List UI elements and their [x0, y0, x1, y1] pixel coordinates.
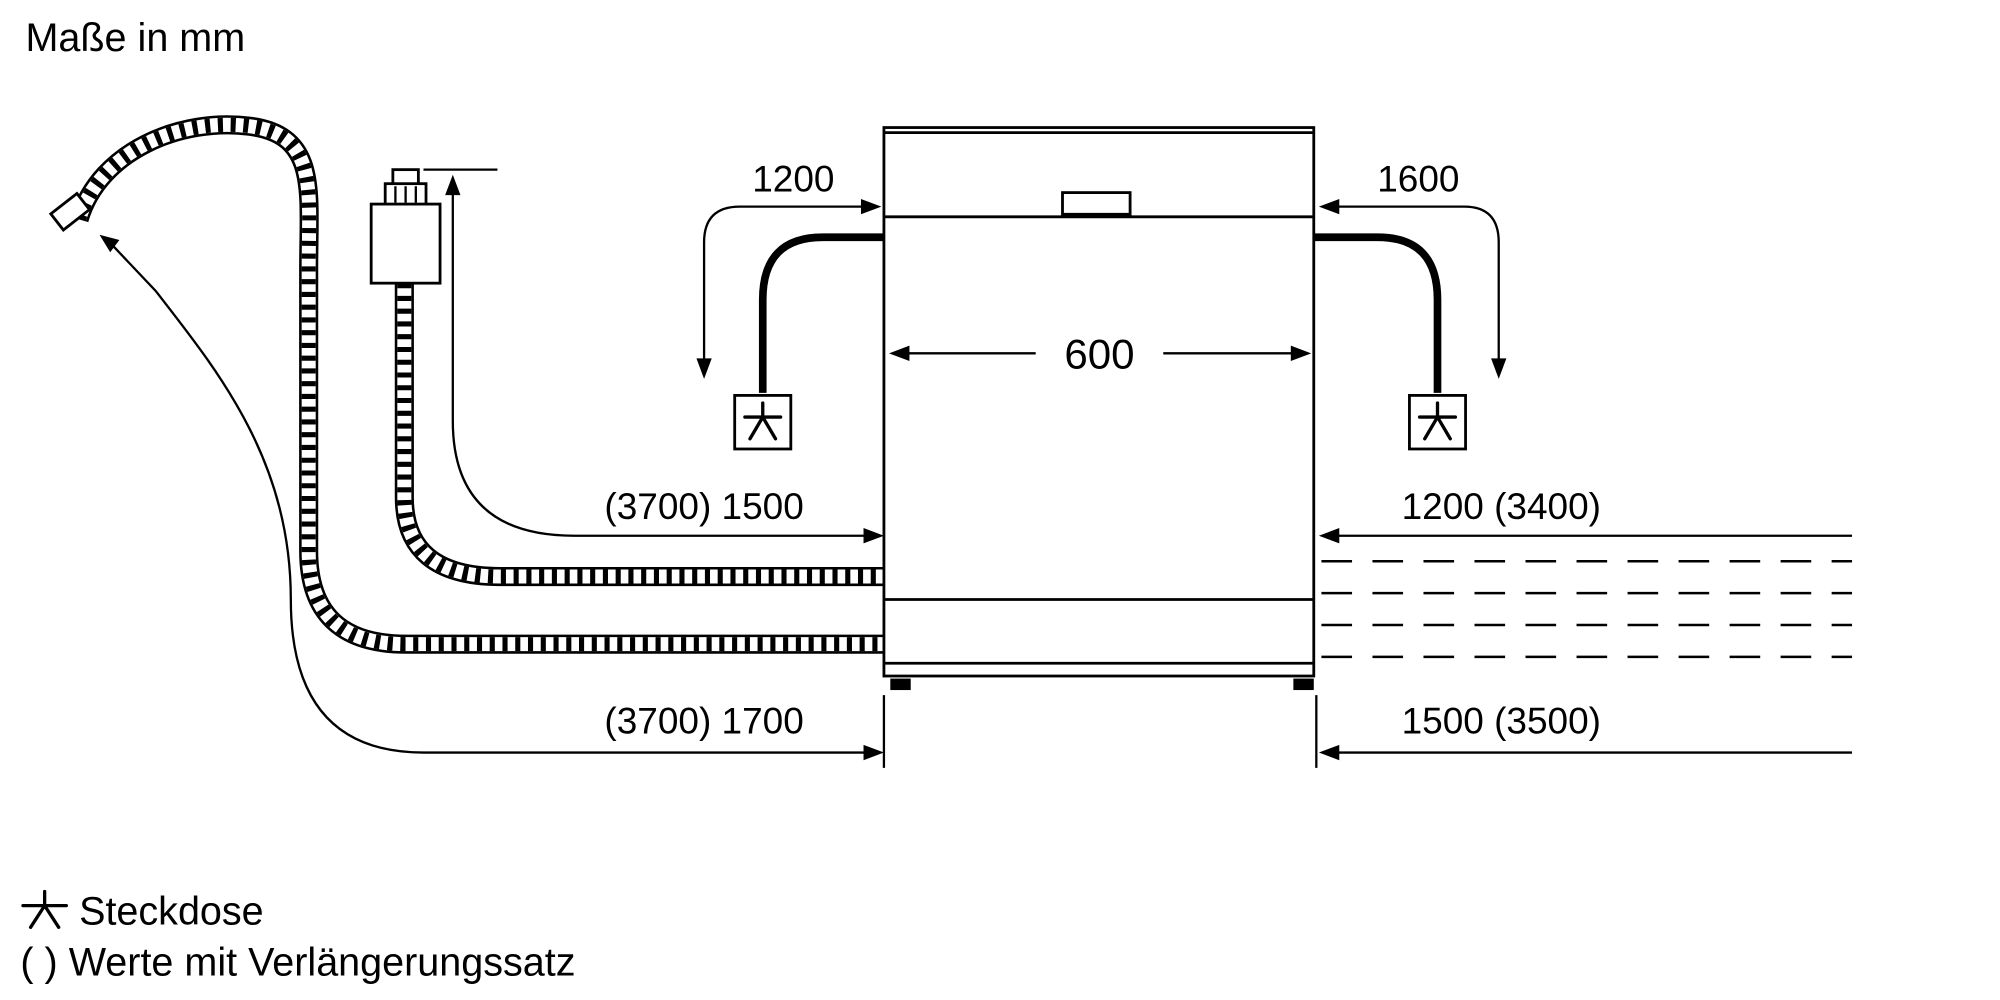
drain-hose-end-cap	[48, 191, 92, 232]
dimension-drain-hose: (3700) 1700	[99, 234, 886, 768]
control-display	[1061, 191, 1132, 216]
supply-hose	[394, 283, 884, 587]
socket-right-icon	[1408, 394, 1467, 451]
power-cord-left	[758, 233, 884, 393]
dimension-label-right-bottom: 1500 (3500)	[1402, 700, 1601, 741]
legend-extension-note: ( ) Werte mit Verlängerungssatz	[20, 941, 575, 985]
dimension-label-600: 600	[1064, 331, 1134, 378]
dimension-right-bottom: 1500 (3500)	[1315, 695, 1853, 768]
legend: Steckdose ( ) Werte mit Verlängerungssat…	[20, 890, 575, 985]
drain-hose	[48, 115, 884, 654]
dimension-label-supply: (3700) 1500	[604, 486, 803, 527]
socket-left-icon	[733, 394, 793, 451]
dimension-supply-hose: (3700) 1500	[423, 168, 884, 544]
foot-left	[890, 678, 911, 691]
dimension-right-top: 1200 (3400)	[1318, 486, 1853, 544]
dishwasher-outline	[882, 126, 1316, 691]
dimension-cord-right: 1600	[1318, 158, 1507, 379]
dimension-label-1600: 1600	[1377, 158, 1459, 199]
dimension-width: 600	[889, 331, 1312, 378]
dimension-label-right-top: 1200 (3400)	[1402, 486, 1601, 527]
foot-right	[1293, 678, 1314, 691]
dimension-label-1200: 1200	[752, 158, 834, 199]
power-cord-right	[1313, 233, 1442, 393]
socket-legend-icon	[21, 889, 68, 929]
dimension-label-drain: (3700) 1700	[604, 700, 803, 741]
aquastop-valve-icon	[369, 168, 442, 285]
dimension-cord-left: 1200	[696, 158, 882, 379]
optional-hose-routing-right	[1321, 559, 1853, 659]
legend-socket-label: Steckdose	[79, 890, 264, 934]
page-title: Maße in mm	[26, 16, 246, 60]
